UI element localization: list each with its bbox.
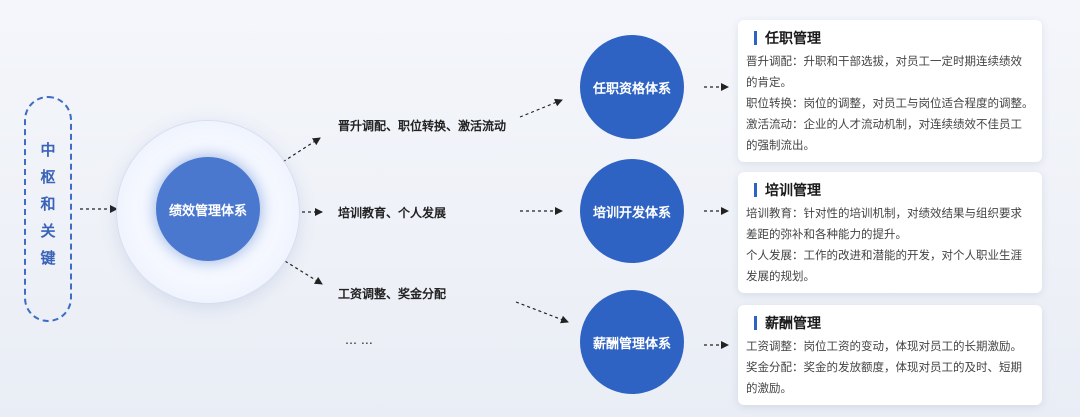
card-line: 奖金分配：奖金的发放额度，体现对员工的及时、短期 xyxy=(746,360,1022,374)
label-training: 培训教育、个人发展 xyxy=(338,206,447,220)
card-title: 任职管理 xyxy=(754,28,1034,48)
center-label: 绩效管理体系 xyxy=(168,203,247,219)
card-training: 培训管理 培训教育：针对性的培训机制，对绩效结果与组织要求 差距的弥补和各种能力… xyxy=(738,172,1042,293)
title-bar xyxy=(754,31,757,45)
card-line: 晋升调配：升职和干部选拔，对员工一定时期连续绩效 xyxy=(746,54,1022,68)
performance-management-node: 绩效管理体系 xyxy=(156,157,260,261)
label-salary: 工资调整、奖金分配 xyxy=(338,287,447,301)
arrow-center-to-salary xyxy=(279,257,323,285)
card-title-text: 薪酬管理 xyxy=(765,316,821,332)
card-title-text: 培训管理 xyxy=(765,183,821,199)
qualification-system-node: 任职资格体系 xyxy=(580,35,684,139)
label-promotion: 晋升调配、职位转换、激活流动 xyxy=(338,119,507,133)
card-line: 激活流动：企业的人才流动机制，对连续绩效不佳员工 xyxy=(746,117,1022,131)
card-compensation: 薪酬管理 工资调整：岗位工资的变动，体现对员工的长期激励。 奖金分配：奖金的发放… xyxy=(738,305,1042,405)
arrow-center-to-promotion xyxy=(277,137,321,166)
arrow-promotion-to-qualification xyxy=(519,98,563,118)
card-line: 个人发展：工作的改进和潜能的开发，对个人职业生涯 xyxy=(746,248,1022,262)
card-line: 差距的弥补和各种能力的提升。 xyxy=(746,227,907,241)
title-bar xyxy=(754,316,757,330)
card-line: 的强制流出。 xyxy=(746,138,815,152)
card-line: 培训教育：针对性的培训机制，对绩效结果与组织要求 xyxy=(746,206,1022,220)
core-key-pill: 中枢和关键 xyxy=(24,96,72,322)
card-line: 的激励。 xyxy=(746,381,792,395)
title-bar xyxy=(754,183,757,197)
card-line: 职位转换：岗位的调整，对员工与岗位适合程度的调整。 xyxy=(746,96,1034,110)
card-title: 培训管理 xyxy=(754,180,1034,200)
system-label: 薪酬管理体系 xyxy=(592,336,671,352)
card-title: 薪酬管理 xyxy=(754,313,1034,333)
card-line: 的肯定。 xyxy=(746,75,792,89)
training-system-node: 培训开发体系 xyxy=(580,159,684,263)
pill-label: 中枢和关键 xyxy=(38,141,57,277)
card-line: 发展的规划。 xyxy=(746,269,815,283)
card-qualification: 任职管理 晋升调配：升职和干部选拔，对员工一定时期连续绩效 的肯定。 职位转换：… xyxy=(738,20,1042,162)
card-line: 工资调整：岗位工资的变动，体现对员工的长期激励。 xyxy=(746,339,1022,353)
system-label: 任职资格体系 xyxy=(592,81,671,97)
compensation-system-node: 薪酬管理体系 xyxy=(580,290,684,394)
label-ellipsis: … … xyxy=(345,333,373,347)
system-label: 培训开发体系 xyxy=(592,205,671,221)
card-title-text: 任职管理 xyxy=(765,31,821,47)
arrow-salary-to-compensation xyxy=(515,301,569,324)
